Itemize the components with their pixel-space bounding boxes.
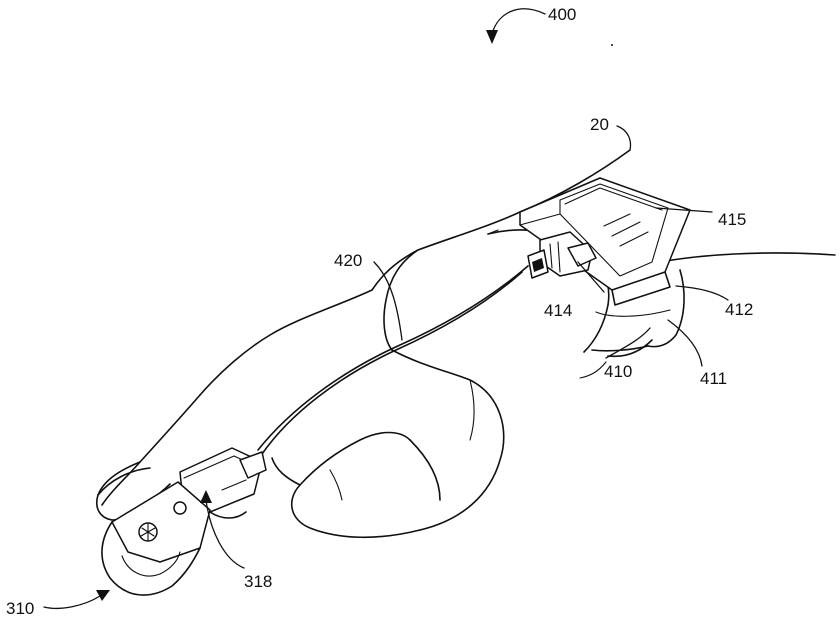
figure-indicator-arrow [486,9,545,44]
label-420: 420 [334,251,362,270]
label-400: 400 [548,5,576,24]
label-412: 412 [725,300,753,319]
speck [611,44,613,46]
label-318: 318 [244,572,272,591]
label-310: 310 [6,599,34,618]
label-410: 410 [604,362,632,381]
label-411: 411 [700,369,727,388]
label-414: 414 [544,301,572,320]
label-415: 415 [718,210,746,229]
label-20: 20 [590,115,609,134]
